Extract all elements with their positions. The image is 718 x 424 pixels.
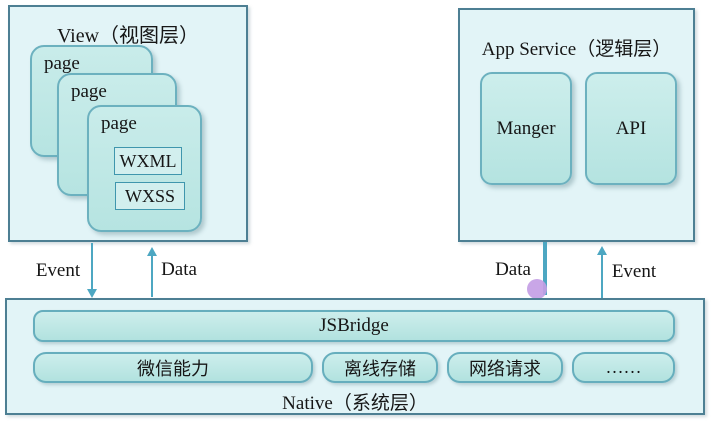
event-arrow-left-line [91, 243, 93, 290]
data-arrow-left-line [151, 255, 153, 297]
event-arrow-right-head [597, 246, 607, 255]
data-label-left: Data [161, 259, 197, 280]
manger-module-box: Manger [480, 72, 572, 185]
jsbridge-bar: JSBridge [33, 310, 675, 342]
page-card-front: page WXML WXSS [87, 105, 202, 232]
event-label-right: Event [611, 261, 657, 282]
data-label-right: Data [495, 259, 531, 280]
page-label: page [101, 113, 137, 134]
page-label: page [44, 53, 80, 74]
event-label-left: Event [35, 260, 81, 281]
api-module-box: API [585, 72, 677, 185]
data-arrow-left-head [147, 247, 157, 256]
view-layer-box: View（视图层） page page page WXML WXSS [8, 5, 248, 242]
capability-offline-storage: 离线存储 [322, 352, 438, 383]
app-service-title: App Service（逻辑层） [481, 39, 672, 60]
event-arrow-right-line [601, 254, 603, 299]
event-arrow-left-head [87, 289, 97, 298]
page-label: page [71, 81, 107, 102]
purple-dot-marker [527, 279, 547, 299]
capability-ellipsis: …… [572, 352, 675, 383]
app-service-box: App Service（逻辑层） Manger API [458, 8, 695, 242]
wxss-box: WXSS [115, 182, 185, 210]
native-layer-box: JSBridge 微信能力 离线存储 网络请求 …… Native（系统层） [5, 298, 705, 415]
wxml-box: WXML [114, 147, 182, 175]
capability-wechat: 微信能力 [33, 352, 313, 383]
view-layer-title: View（视图层） [56, 25, 200, 47]
data-line-right [543, 242, 547, 295]
native-layer-title: Native（系统层） [282, 393, 428, 414]
capability-network-request: 网络请求 [447, 352, 563, 383]
